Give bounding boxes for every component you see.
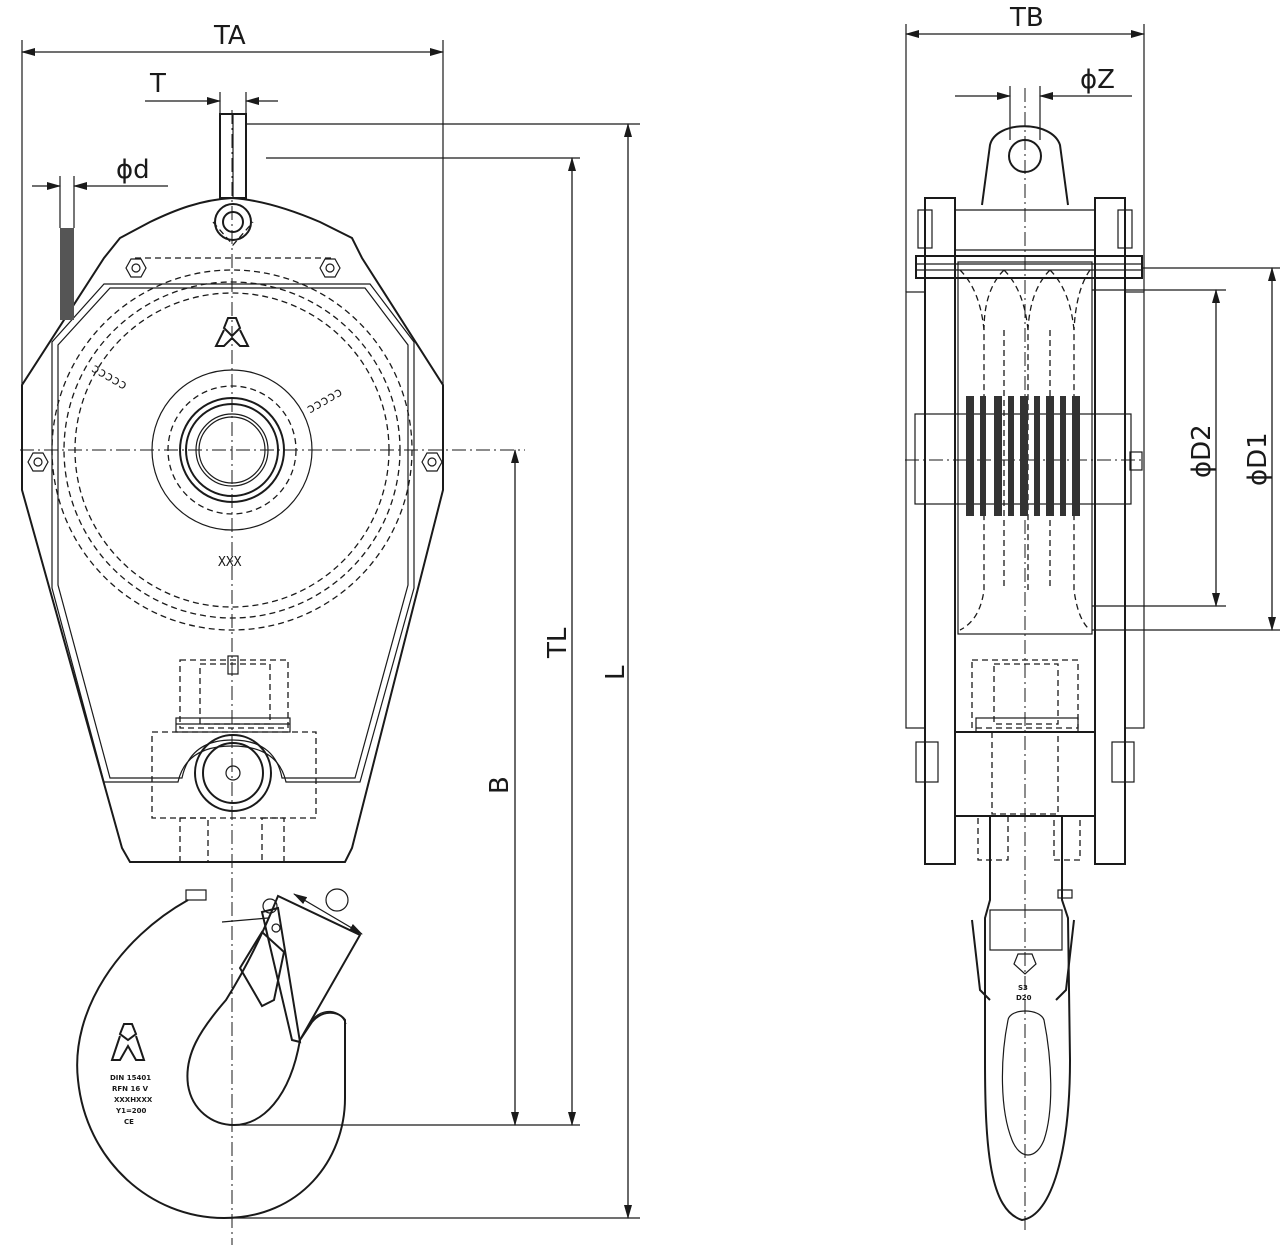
hex-bolt-icon (319, 258, 341, 278)
block-marking-left: ccccc (89, 361, 130, 394)
dimension-tl-label: TL (543, 627, 573, 659)
side-view: S3 D20 TB ϕZ ϕD1 ϕD2 (905, 3, 1280, 1230)
dimension-d2-label: ϕD2 (1187, 424, 1217, 478)
block-marking-center: XXX (218, 555, 242, 570)
hook-marking-line-3: XXXHXXX (114, 1096, 153, 1104)
side-marking-line-1: S3 (1018, 984, 1028, 992)
dimension-z-label: ϕZ (1080, 65, 1115, 95)
block-marking-right: ccccc (304, 385, 345, 418)
hex-bolt-icon (421, 452, 443, 472)
lifting-symbol-icon (1013, 953, 1037, 975)
dimension-tb-label: TB (1009, 3, 1044, 33)
dimension-o-label (325, 888, 349, 912)
hook-marking-line-4: Y1=200 (115, 1107, 147, 1115)
hook-marking-line-5: CE (124, 1118, 134, 1126)
side-marking-line-2: D20 (1016, 994, 1032, 1002)
hook (76, 894, 362, 1220)
housing-outline (21, 196, 444, 863)
dimension-b-label: B (485, 776, 515, 794)
hex-bolt-icon (125, 258, 147, 278)
dimension-t-label: T (149, 69, 166, 99)
dimension-l-label: L (601, 665, 631, 680)
hex-bolt-icon (27, 452, 49, 472)
lifting-symbol-icon (214, 317, 250, 347)
dimension-d-label: ϕd (116, 155, 150, 185)
lifting-symbol-icon (110, 1023, 146, 1061)
dimension-ta-label: TA (213, 21, 246, 51)
front-view: ccccc ccccc XXX DIN 15401 RFN 16 V (20, 21, 640, 1245)
dimension-d1-label: ϕD1 (1243, 432, 1273, 486)
hook-marking-line-2: RFN 16 V (112, 1085, 149, 1093)
hook-marking-line-1: DIN 15401 (110, 1074, 151, 1082)
